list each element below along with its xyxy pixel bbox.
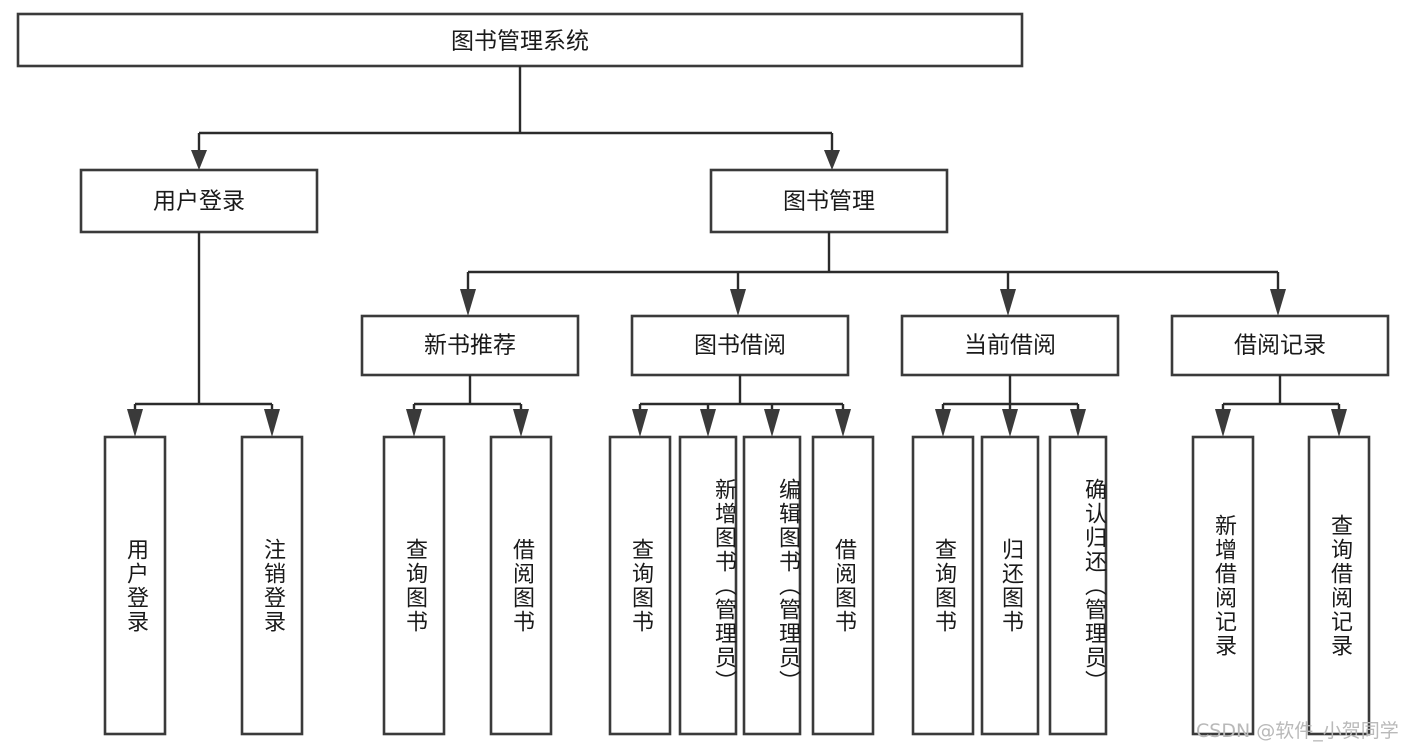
leaf-box-book-borrow-1[interactable] bbox=[678, 435, 738, 736]
new-book-recommend-box bbox=[360, 314, 580, 377]
connectors-user-login-to-leaves bbox=[127, 232, 280, 437]
arrow-head-cb-leaf-3 bbox=[1070, 409, 1086, 437]
arrow-head-book-manage bbox=[824, 150, 840, 170]
connectors-current-borrow-to-leaves bbox=[935, 375, 1086, 437]
arrow-head-br-leaf-1 bbox=[1215, 409, 1231, 437]
leaf-box-borrow-record-0[interactable] bbox=[1191, 435, 1255, 736]
current-borrow-label: 当前借阅 bbox=[964, 333, 1056, 359]
arrow-head-bb-leaf-1 bbox=[632, 409, 648, 437]
arrow-head-level3-4 bbox=[1270, 289, 1286, 316]
node-current-borrow[interactable]: 当前借阅 bbox=[900, 314, 1120, 377]
leaf-box-current-borrow-1[interactable] bbox=[980, 435, 1040, 736]
arrow-head-leaf-user-login-2 bbox=[264, 409, 280, 437]
borrow-record-box bbox=[1170, 314, 1390, 377]
arrow-head-level3-2 bbox=[730, 289, 746, 316]
arrow-head-br-leaf-2 bbox=[1331, 409, 1347, 437]
node-book-borrow[interactable]: 图书借阅 bbox=[630, 314, 850, 377]
leaf-box-book-borrow-3[interactable] bbox=[811, 435, 875, 736]
leaf-box-book-borrow-0[interactable] bbox=[608, 435, 672, 736]
user-login-label: 用户登录 bbox=[153, 189, 245, 215]
book-borrow-box bbox=[630, 314, 850, 377]
leaf-box-new-book-recommend-0[interactable] bbox=[382, 435, 446, 736]
arrow-head-level3-1 bbox=[460, 289, 476, 316]
arrow-head-cb-leaf-2 bbox=[1002, 409, 1018, 437]
arrow-head-cb-leaf-1 bbox=[935, 409, 951, 437]
leaf-box-borrow-record-1[interactable] bbox=[1307, 435, 1371, 736]
leaf-box-current-borrow-2[interactable] bbox=[1048, 435, 1108, 736]
leaf-box-user-login-1[interactable] bbox=[240, 435, 304, 736]
node-user-login[interactable]: 用户登录 bbox=[79, 168, 319, 234]
borrow-record-label: 借阅记录 bbox=[1234, 333, 1326, 359]
arrow-head-bb-leaf-2 bbox=[700, 409, 716, 437]
node-borrow-record[interactable]: 借阅记录 bbox=[1170, 314, 1390, 377]
arrow-head-user-login bbox=[191, 150, 207, 170]
connectors-new-book-recommend-to-leaves bbox=[406, 375, 529, 437]
node-book-manage[interactable]: 图书管理 bbox=[709, 168, 949, 234]
connectors-book-borrow-to-leaves bbox=[632, 375, 851, 437]
leaf-box-new-book-recommend-1[interactable] bbox=[489, 435, 553, 736]
connectors-root-to-level2 bbox=[191, 66, 840, 170]
arrow-head-nbr-leaf-1 bbox=[406, 409, 422, 437]
leaf-box-user-login-0[interactable] bbox=[103, 435, 167, 736]
new-book-recommend-label: 新书推荐 bbox=[424, 333, 516, 359]
connectors-book-manage-to-level3 bbox=[460, 232, 1286, 316]
book-borrow-label: 图书借阅 bbox=[694, 333, 786, 359]
arrow-head-nbr-leaf-2 bbox=[513, 409, 529, 437]
arrow-head-leaf-user-login-1 bbox=[127, 409, 143, 437]
node-root[interactable]: 图书管理系统 bbox=[16, 12, 1024, 68]
root-box bbox=[16, 12, 1024, 68]
root-label: 图书管理系统 bbox=[451, 29, 589, 55]
arrow-head-level3-3 bbox=[1000, 289, 1016, 316]
leaf-box-current-borrow-0[interactable] bbox=[911, 435, 975, 736]
leaf-box-book-borrow-2[interactable] bbox=[742, 435, 802, 736]
csdn-watermark: CSDN @软件_小贺同学 bbox=[1196, 720, 1399, 742]
book-manage-box bbox=[709, 168, 949, 234]
node-new-book-recommend[interactable]: 新书推荐 bbox=[360, 314, 580, 377]
arrow-head-bb-leaf-3 bbox=[764, 409, 780, 437]
book-manage-label: 图书管理 bbox=[783, 189, 875, 215]
current-borrow-box bbox=[900, 314, 1120, 377]
connectors-borrow-record-to-leaves bbox=[1215, 375, 1347, 437]
arrow-head-bb-leaf-4 bbox=[835, 409, 851, 437]
